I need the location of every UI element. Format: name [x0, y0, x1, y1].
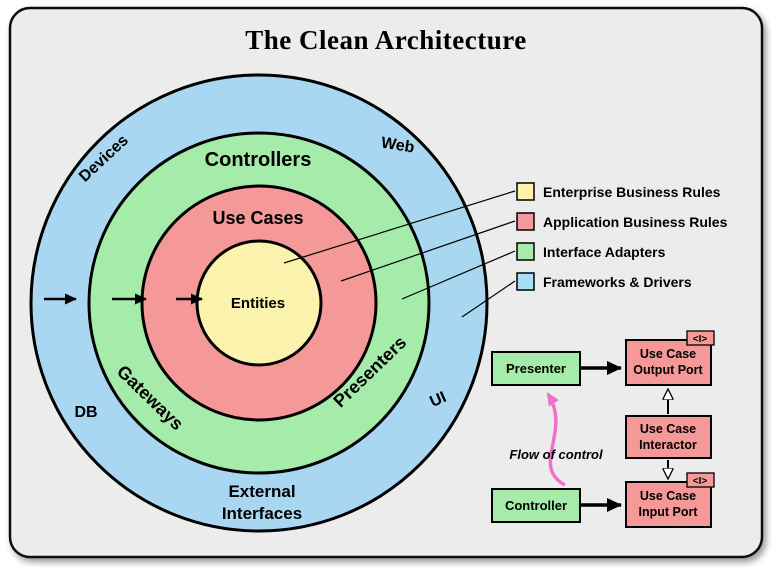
input-port-interface-tab: [686, 472, 715, 488]
legend-item-application: Application Business Rules: [516, 212, 728, 231]
output-port-interface-marker: <I>: [693, 334, 708, 345]
interactor-box: [625, 415, 712, 459]
legend-label-frameworks: Frameworks & Drivers: [543, 274, 692, 290]
output-port-box: [625, 339, 712, 386]
presenter-box: [491, 351, 581, 386]
label-external-line1: External: [228, 482, 295, 501]
legend: Enterprise Business Rules Application Bu…: [516, 182, 728, 291]
interactor-label-line1: Use Case: [640, 422, 696, 436]
rings-group: [29, 73, 489, 533]
legend-item-frameworks: Frameworks & Drivers: [516, 272, 692, 291]
input-port-label-line1: Use Case: [640, 489, 696, 503]
flow-of-control-label: Flow of control: [509, 447, 603, 462]
interactor-label-line2: Interactor: [639, 438, 697, 452]
output-port-interface-tab: [686, 330, 715, 346]
legend-label-adapters: Interface Adapters: [543, 244, 666, 260]
legend-swatch-application: [516, 212, 535, 231]
label-external-line2: Interfaces: [222, 504, 302, 523]
output-port-label-line2: Output Port: [633, 363, 703, 377]
input-port-label-line2: Input Port: [638, 505, 698, 519]
flow-of-control-arrow: [546, 392, 566, 487]
legend-swatch-adapters: [516, 242, 535, 261]
page-title: The Clean Architecture: [245, 25, 526, 55]
controller-box: [491, 488, 581, 523]
legend-item-adapters: Interface Adapters: [516, 242, 666, 261]
input-port-interface-marker: <I>: [693, 476, 708, 487]
label-db: DB: [74, 404, 97, 421]
legend-item-enterprise: Enterprise Business Rules: [516, 182, 721, 201]
input-port-box: [625, 481, 712, 528]
flow-diagram: Flow of control Presenter Use Case Outpu…: [491, 330, 715, 528]
legend-swatch-frameworks: [516, 272, 535, 291]
presenter-label: Presenter: [506, 361, 566, 376]
legend-label-application: Application Business Rules: [543, 214, 728, 230]
legend-connector-adapters: [401, 250, 516, 300]
legend-connectors: [283, 190, 516, 318]
label-use-cases: Use Cases: [212, 208, 303, 228]
legend-connector-frameworks: [461, 280, 516, 318]
output-port-label-line1: Use Case: [640, 347, 696, 361]
label-web: Web: [380, 135, 416, 157]
label-entities: Entities: [231, 295, 285, 312]
label-ui: UI: [427, 389, 449, 411]
controller-label: Controller: [505, 498, 567, 513]
legend-label-enterprise: Enterprise Business Rules: [543, 184, 721, 200]
legend-swatch-enterprise: [516, 182, 535, 201]
label-controllers: Controllers: [205, 149, 312, 171]
legend-connector-enterprise: [283, 190, 516, 264]
legend-connector-application: [340, 220, 516, 282]
